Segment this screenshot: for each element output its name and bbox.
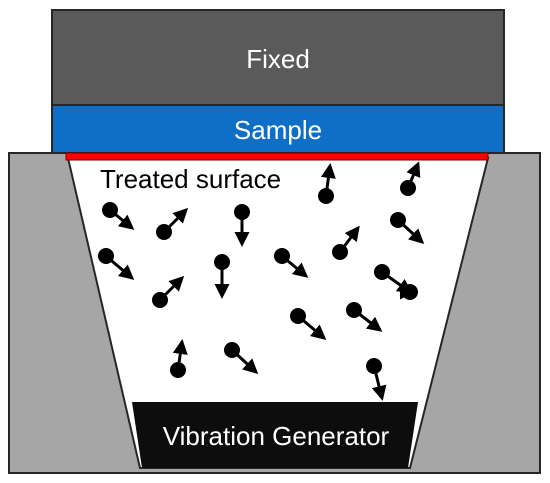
fixed-block [51, 9, 505, 106]
vibration-generator-label: Vibration Generator [163, 421, 390, 451]
particle-3 [102, 202, 135, 230]
particle-2 [400, 161, 421, 196]
particle-ball [390, 212, 406, 228]
particle-13 [290, 308, 327, 340]
treated-surface-line [65, 152, 489, 161]
particle-ball [332, 244, 348, 260]
particle-4 [156, 207, 189, 240]
sample-block [51, 104, 505, 154]
particle-11 [214, 254, 230, 299]
particle-ball [366, 358, 382, 374]
particle-ball [102, 202, 118, 218]
particle-1 [318, 163, 336, 204]
particle-10 [152, 275, 185, 308]
particle-7 [332, 225, 360, 260]
particle-5 [234, 204, 250, 247]
particle-ball [156, 224, 172, 240]
particle-6 [390, 212, 425, 245]
particle-14 [346, 302, 383, 332]
particle-ball [214, 254, 230, 270]
particle-ball [374, 264, 390, 280]
particles [98, 161, 425, 401]
particle-ball [234, 204, 250, 220]
particle-8 [98, 248, 135, 280]
particle-16 [170, 339, 188, 378]
particle-ball [402, 284, 418, 300]
particle-ball [290, 308, 306, 324]
particle-ball [274, 248, 290, 264]
particle-ball [318, 188, 334, 204]
particle-ball [224, 342, 240, 358]
treated-surface-label: Treated surface [100, 164, 281, 194]
particle-17 [366, 358, 387, 401]
vibration-generator [132, 402, 418, 468]
particle-ball [400, 180, 416, 196]
particle-ball [152, 292, 168, 308]
particle-18 [400, 284, 418, 300]
particle-9 [274, 248, 309, 278]
fixed-label: Fixed [246, 44, 310, 74]
particle-15 [224, 342, 259, 375]
particle-ball [170, 362, 186, 378]
particle-ball [98, 248, 114, 264]
sample-label: Sample [234, 115, 322, 145]
particle-ball [346, 302, 362, 318]
